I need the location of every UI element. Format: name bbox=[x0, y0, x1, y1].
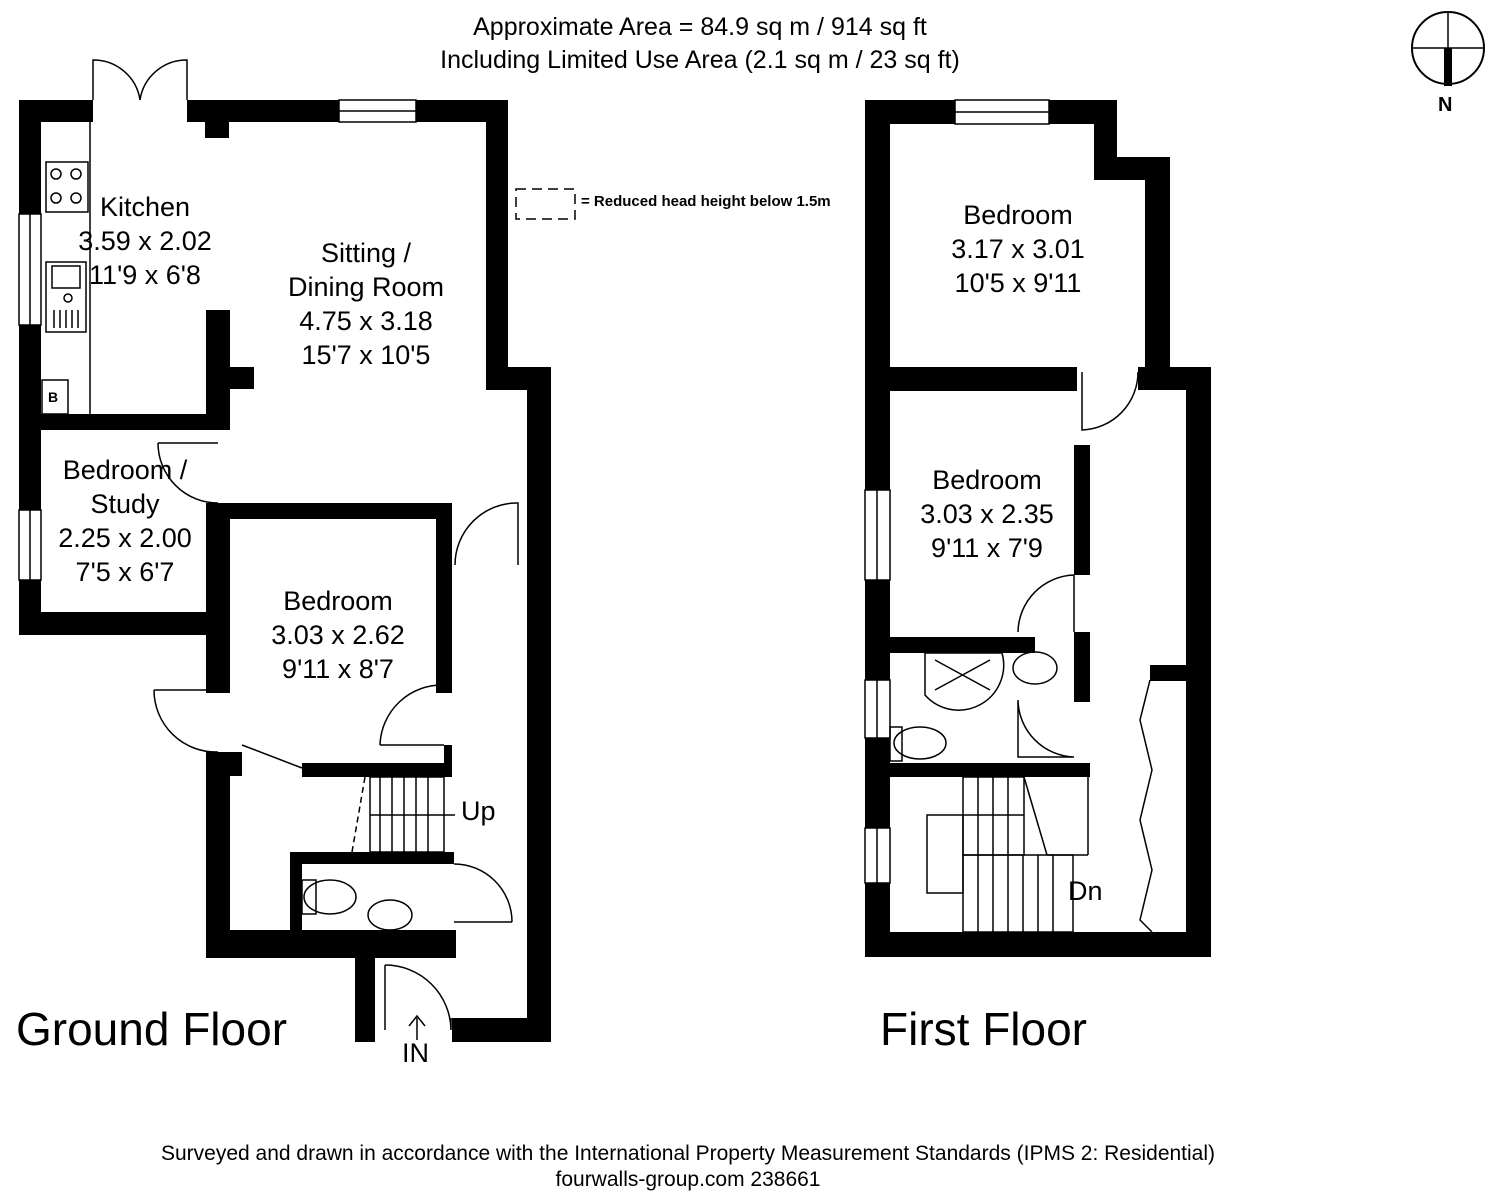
stairs-down-label: Dn bbox=[1068, 876, 1103, 906]
room-name: Bedroom bbox=[932, 465, 1042, 495]
room-sitting-dining: Sitting / Dining Room 4.75 x 3.18 15'7 x… bbox=[266, 236, 466, 372]
room-name: Bedroom / bbox=[62, 455, 188, 485]
ground-floor-walls bbox=[19, 100, 551, 1042]
room-imperial: 9'11 x 7'9 bbox=[931, 533, 1043, 563]
room-bedroom-first-1: Bedroom 3.17 x 3.01 10'5 x 9'11 bbox=[918, 198, 1118, 300]
first-floor-label: First Floor bbox=[880, 1003, 1087, 1055]
room-imperial: 15'7 x 10'5 bbox=[301, 340, 431, 370]
first-floor-walls bbox=[865, 100, 1211, 957]
room-name: Bedroom bbox=[963, 200, 1073, 230]
room-bedroom-first-2: Bedroom 3.03 x 2.35 9'11 x 7'9 bbox=[887, 463, 1087, 565]
compass-icon bbox=[1411, 11, 1485, 86]
room-name: Sitting / bbox=[320, 238, 412, 268]
room-imperial: 9'11 x 8'7 bbox=[282, 654, 394, 684]
room-bedroom-study: Bedroom / Study 2.25 x 2.00 7'5 x 6'7 bbox=[25, 453, 225, 589]
room-metric: 3.17 x 3.01 bbox=[951, 234, 1085, 264]
room-bedroom-ground: Bedroom 3.03 x 2.62 9'11 x 8'7 bbox=[238, 584, 438, 686]
room-name: Bedroom bbox=[283, 586, 393, 616]
room-name: Kitchen bbox=[99, 192, 191, 222]
room-name-line2: Study bbox=[90, 489, 160, 519]
footer-reference: fourwalls-group.com 238661 bbox=[555, 1168, 821, 1191]
room-name-line2: Dining Room bbox=[287, 272, 445, 302]
room-imperial: 11'9 x 6'8 bbox=[89, 260, 201, 290]
entrance-label: IN bbox=[402, 1038, 429, 1068]
area-title: Approximate Area = 84.9 sq m / 914 sq ft bbox=[473, 13, 927, 41]
room-metric: 4.75 x 3.18 bbox=[299, 306, 433, 336]
ground-floor-label: Ground Floor bbox=[16, 1003, 288, 1055]
ground-floor-windows bbox=[18, 99, 417, 581]
compass-north-label: N bbox=[1438, 94, 1453, 116]
room-metric: 2.25 x 2.00 bbox=[58, 523, 192, 553]
boiler-label: B bbox=[48, 389, 59, 405]
legend-dashed-box bbox=[515, 188, 576, 220]
room-imperial: 7'5 x 6'7 bbox=[75, 557, 175, 587]
first-floor-fittings bbox=[889, 371, 1153, 933]
room-kitchen: Kitchen 3.59 x 2.02 11'9 x 6'8 bbox=[45, 190, 245, 292]
room-imperial: 10'5 x 9'11 bbox=[954, 268, 1082, 298]
first-floor-windows bbox=[864, 99, 1050, 884]
room-metric: 3.03 x 2.35 bbox=[920, 499, 1054, 529]
stairs-up-label: Up bbox=[461, 796, 496, 826]
ground-floor-fittings bbox=[41, 59, 519, 1040]
room-metric: 3.03 x 2.62 bbox=[271, 620, 405, 650]
footer-standards: Surveyed and drawn in accordance with th… bbox=[160, 1142, 1216, 1165]
legend-label: = Reduced head height below 1.5m bbox=[581, 193, 831, 210]
room-metric: 3.59 x 2.02 bbox=[78, 226, 212, 256]
limited-use-subtitle: Including Limited Use Area (2.1 sq m / 2… bbox=[440, 46, 960, 74]
